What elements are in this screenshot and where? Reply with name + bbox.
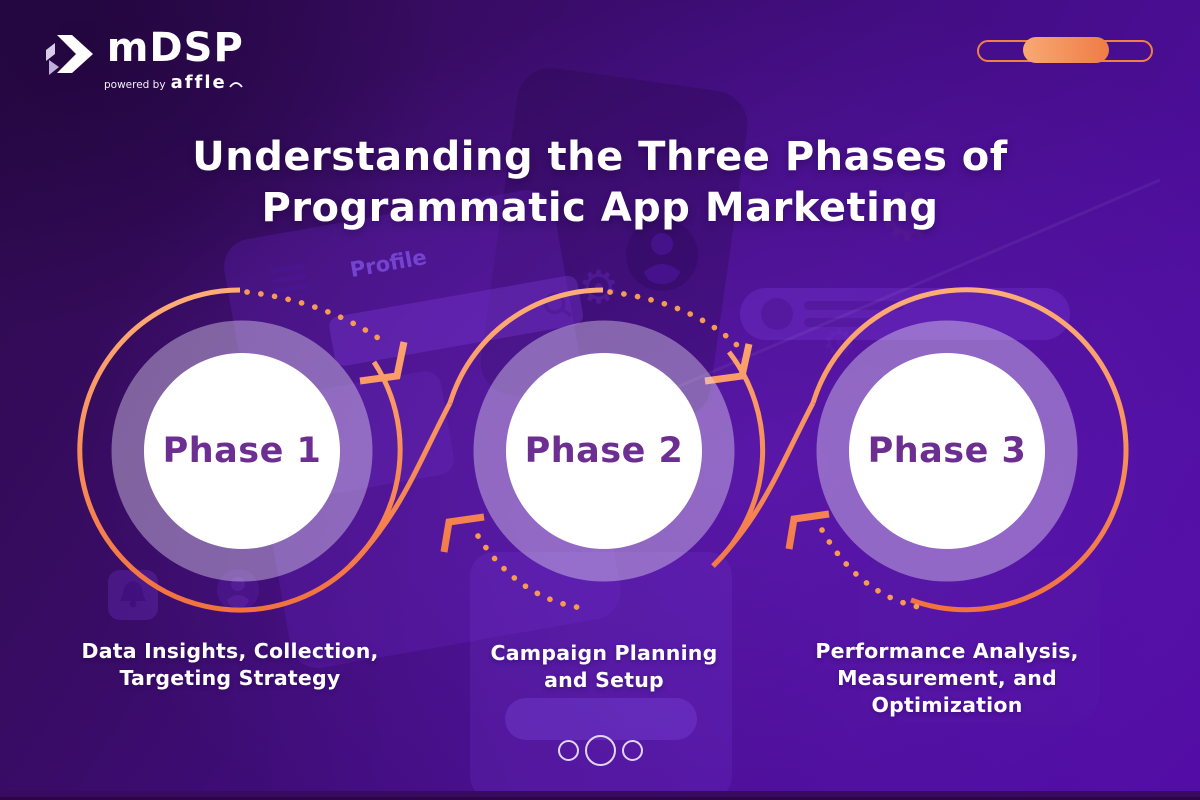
arrow-chevron-1 [359,341,408,385]
dotted-arc-phase3-bottom [819,527,933,612]
phase-2-ring [473,320,735,582]
footer-edge [0,797,1200,800]
search-icon-handle [560,307,573,318]
progress-toggle [977,36,1153,63]
footer-strip [0,791,1200,800]
brand-tagline: powered by affle [104,72,244,96]
phase-3-label: Phase 3 [867,431,1027,471]
pagination-dot-1[interactable] [557,740,579,761]
flow-connector-1-2 [348,401,453,568]
pagination-dot-2-active[interactable] [584,735,616,766]
gear-icon: ⚙ [822,321,856,365]
bg-avatar-small [217,569,259,611]
dotted-arc-phase2-bottom [475,533,593,612]
arrow-chevron-2 [704,343,753,385]
affle-signal-icon [229,82,243,88]
flow-line [77,287,1129,613]
phase-2-description: Campaign Planning and Setup [490,641,718,692]
search-icon [543,292,566,315]
brand-logo: mDSP powered by affle [44,26,244,96]
phase-2-circle [506,353,702,549]
bg-search-bar [329,275,584,366]
bg-phone-bottom [470,552,732,800]
flow-loop-2 [447,287,604,404]
bg-user-pill [740,288,1070,340]
page-title: Understanding the Three Phases of Progra… [192,134,1008,231]
tagline-prefix: powered by [104,79,166,91]
carousel-pagination [0,735,1200,766]
brand-name: mDSP [106,25,244,71]
flow-connector-2-3 [711,401,816,568]
bg-avatar-badge [626,219,698,291]
pagination-dot-3[interactable] [621,740,643,761]
phase-2-label: Phase 2 [524,431,684,471]
dotted-arcs [244,289,933,612]
bg-phone-center [480,67,748,419]
phase-1-label: Phase 1 [162,431,322,471]
phase-1-description: Data Insights, Collection, Targeting Str… [81,639,379,690]
arrow-chevron-3 [440,513,485,553]
flow-loop-3 [810,287,1129,613]
mdsp-arrow-icon [46,35,93,75]
progress-toggle-fill [1023,36,1109,63]
bell-icon [108,570,158,620]
phase-1-circle [144,353,340,549]
arrow-chevron-4 [785,510,830,550]
gear-icon: ⚙ [578,260,619,314]
phase-medallions [111,320,1078,582]
affle-logo: affle [170,72,227,93]
phase-3-ring [816,320,1078,582]
phase-3-description: Performance Analysis, Measurement, and O… [815,639,1079,717]
flow-loop-1 [77,287,352,613]
gear-icon: ⚙ [878,179,937,256]
phase-3-circle [849,353,1045,549]
phase-1-ring [111,320,373,582]
menu-icon [270,263,305,274]
arrow-chevrons [359,341,830,553]
bg-card-right [860,558,1100,723]
